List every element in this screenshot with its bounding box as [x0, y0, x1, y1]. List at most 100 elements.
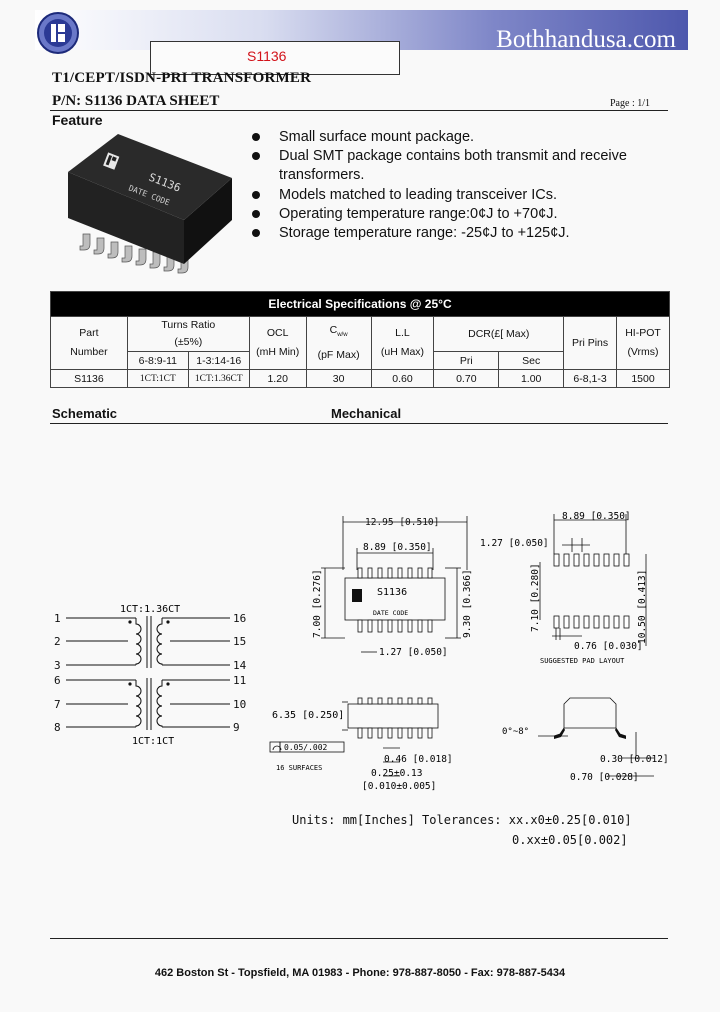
feature-item: Storage temperature range: -25¢J to +125…: [250, 224, 627, 243]
lead-thickness-inch: [0.010±0.005]: [362, 781, 436, 792]
bottom-turns-ratio: 1CT:1CT: [132, 736, 174, 747]
feature-item: Operating temperature range:0¢J to +70¢J…: [250, 205, 627, 224]
pin-label: 1: [54, 612, 61, 625]
dim-body-height: 7.00 [0.276]: [312, 569, 323, 638]
col-part: Part Number: [50, 316, 128, 370]
cell-turns-b: 1CT:1.36CT: [187, 369, 250, 388]
section-rule: [50, 423, 668, 424]
col-part-label: Part: [79, 327, 99, 339]
col-number-label: Number: [70, 346, 108, 358]
doc-title: T1/CEPT/ISDN-PRI TRANSFORMER: [52, 70, 312, 86]
schematic-diagram: 1 2 3 6 7 8 16 15 14 11 10 9 1CT:1.36CT …: [54, 604, 247, 747]
pad-row-dim: 7.10 [0.280]: [530, 563, 541, 632]
col-ocl-label: OCL: [266, 327, 289, 339]
col-turns: Turns Ratio (±5%): [126, 316, 250, 352]
mechanical-top-view: 12.95 [0.510] 8.89 [0.350] S1136 DATE CO…: [312, 516, 473, 658]
pin-label: 16: [233, 612, 246, 625]
cell-cww: 30: [305, 369, 372, 388]
feature-item: Models matched to leading transceiver IC…: [250, 186, 627, 205]
cell-dcr-pri: 0.70: [433, 369, 500, 388]
col-cww-label: Cw/w: [307, 321, 371, 345]
col-dcr-sec: Sec: [498, 351, 565, 370]
pin-label: 9: [233, 721, 240, 734]
cww-subscript: w/w: [337, 332, 348, 339]
pin-label: 3: [54, 659, 61, 672]
col-dcr: DCR(£[ Max): [433, 316, 565, 352]
mechanical-end-view: 0°~8° 0.30 [0.012] 0.70 [0.028]: [502, 697, 668, 783]
col-turns-a: 6-8:9-11: [126, 351, 189, 370]
col-turns-b: 1-3:14-16: [187, 351, 250, 370]
feature-item-continued: transformers.: [279, 167, 365, 184]
col-dcr-pri: Pri: [433, 351, 500, 370]
pin-label: 7: [54, 698, 61, 711]
doc-subtitle: P/N: S1136 DATA SHEET: [52, 93, 220, 109]
pin-label: 10: [233, 698, 246, 711]
dim-pin-pitch: 1.27 [0.050]: [379, 647, 448, 658]
cell-hipot: 1500: [616, 369, 670, 388]
pin-label: 6: [54, 674, 61, 687]
pad-span-dim: 8.89 [0.350]: [562, 511, 631, 522]
col-ocl: OCL (mH Min): [248, 316, 307, 370]
mech-chip-label: S1136: [377, 587, 407, 598]
cww-symbol: C: [329, 324, 338, 337]
feature-list: Small surface mount package. Dual SMT pa…: [250, 128, 627, 243]
pad-width-dim: 0.76 [0.030]: [574, 641, 643, 652]
feature-item: Small surface mount package.: [250, 128, 627, 147]
dim-pin-span: 8.89 [0.350]: [363, 542, 432, 553]
col-ll-unit: (uH Max): [380, 346, 425, 358]
title-rule: [50, 110, 668, 111]
pad-caption: SUGGESTED PAD LAYOUT: [540, 657, 625, 665]
col-turns-label: Turns Ratio: [161, 319, 216, 331]
pin-label: 2: [54, 635, 61, 648]
lead-thickness-dim: 0.25±0.13: [371, 768, 422, 779]
feature-heading: Feature: [52, 112, 103, 128]
col-pripins: Pri Pins: [563, 316, 617, 370]
lead-width-dim: 0.46 [0.018]: [384, 754, 453, 765]
dim-overall-height: 9.30 [0.366]: [462, 569, 473, 638]
pin-label: 11: [233, 674, 246, 687]
pin-label: 8: [54, 721, 61, 734]
col-turns-tol: (±5%): [174, 336, 203, 348]
mechanical-side-view: 6.35 [0.250] 0.05/.002 16 SURFACES 0.46 …: [269, 697, 453, 792]
schematic-heading: Schematic: [52, 406, 118, 421]
mech-chip-datecode: DATE CODE: [373, 609, 408, 617]
top-turns-ratio: 1CT:1.36CT: [120, 604, 180, 615]
site-name: Bothhandusa.com: [496, 26, 676, 53]
footer-rule: [50, 938, 668, 939]
pin-label: 14: [233, 659, 247, 672]
table-row: S1136 1CT:1CT 1CT:1.36CT 1.20 30 0.60 0.…: [50, 369, 670, 388]
cell-dcr-sec: 1.00: [498, 369, 565, 388]
cell-ll: 0.60: [370, 369, 435, 388]
cell-turns-a: 1CT:1CT: [126, 369, 189, 388]
dim-overall-width: 12.95 [0.510]: [365, 517, 439, 528]
pad-layout-view: 8.89 [0.350] 1.27 [0.050] 7.10 [0.280] 1…: [480, 511, 648, 665]
footer-address: 462 Boston St - Topsfield, MA 01983 - Ph…: [154, 967, 566, 979]
coplanarity: 0.05/.002: [284, 743, 328, 752]
col-hipot-unit: (Vrms): [627, 346, 659, 358]
foot-length-dim: 0.30 [0.012]: [600, 754, 668, 765]
col-ocl-unit: (mH Min): [256, 346, 300, 358]
lead-angle: 0°~8°: [502, 727, 529, 737]
part-number: S1136: [247, 48, 287, 64]
side-height-dim: 6.35 [0.250]: [272, 710, 344, 721]
col-hipot-label: HI-POT: [625, 327, 661, 339]
electrical-spec-table: Electrical Specifications @ 25°C Part Nu…: [50, 291, 670, 388]
col-hipot: HI-POT (Vrms): [616, 316, 670, 370]
pad-outer-dim: 10.50 [0.413]: [637, 570, 648, 644]
feature-item: Dual SMT package contains both transmit …: [250, 147, 627, 166]
cell-ocl: 1.20: [248, 369, 307, 388]
col-ll-label: L.L: [395, 327, 410, 339]
company-logo: [37, 12, 79, 54]
coplanarity-caption: 16 SURFACES: [276, 764, 322, 772]
page-number: Page : 1/1: [610, 98, 650, 109]
cell-part: S1136: [50, 369, 128, 388]
pad-pitch-dim: 1.27 [0.050]: [480, 538, 549, 549]
mechanical-heading: Mechanical: [331, 406, 402, 421]
units-tolerance: Units: mm[Inches] Tolerances: xx.x0±0.25…: [292, 813, 632, 827]
chip-photo: S1136 DATE CODE: [68, 134, 232, 274]
units-tolerance-2: 0.xx±0.05[0.002]: [512, 833, 628, 847]
spec-table-title: Electrical Specifications @ 25°C: [50, 291, 670, 317]
cell-pripins: 6-8,1-3: [563, 369, 617, 388]
col-cww: Cw/w (pF Max): [305, 316, 372, 370]
pin-label: 15: [233, 635, 246, 648]
